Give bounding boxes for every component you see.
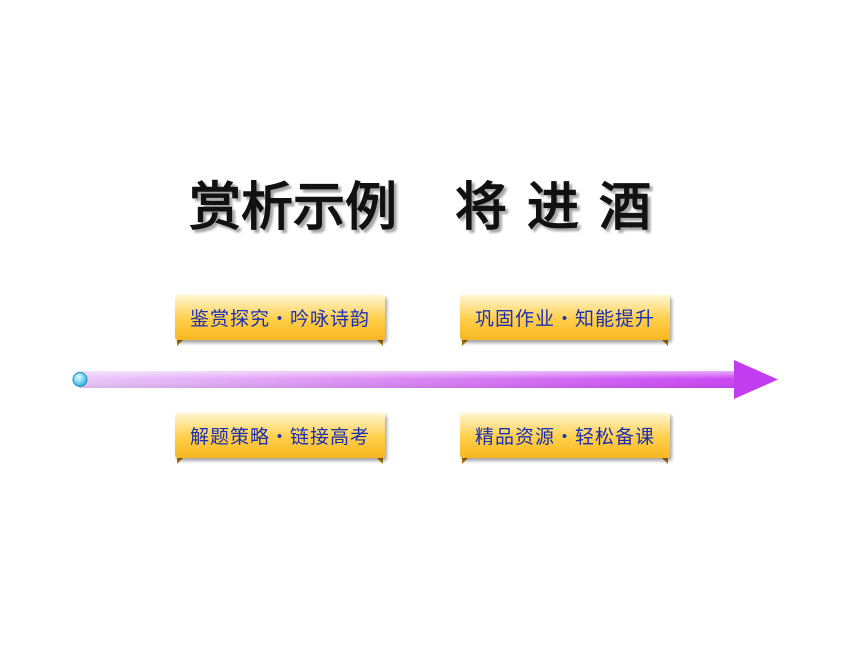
solving-strategy-button[interactable]: 解题策略・链接高考 bbox=[175, 412, 385, 464]
page-title: 赏析示例将进酒 bbox=[0, 165, 860, 240]
appreciate-explore-button[interactable]: 鉴赏探究・吟咏诗韵 bbox=[175, 294, 385, 346]
title-section-label: 赏析示例 bbox=[188, 177, 397, 238]
button-label: 精品资源・轻松备课 bbox=[460, 412, 670, 458]
consolidate-homework-button[interactable]: 巩固作业・知能提升 bbox=[460, 294, 670, 346]
button-label: 巩固作业・知能提升 bbox=[460, 294, 670, 340]
title-poem-name: 将进酒 bbox=[455, 177, 672, 238]
arrow-shaft bbox=[78, 371, 738, 388]
button-label: 解题策略・链接高考 bbox=[175, 412, 385, 458]
arrow-head-icon bbox=[734, 360, 778, 399]
timeline-arrow bbox=[72, 360, 778, 399]
timeline-start-dot-icon bbox=[72, 372, 88, 387]
button-label: 鉴赏探究・吟咏诗韵 bbox=[175, 294, 385, 340]
quality-resources-button[interactable]: 精品资源・轻松备课 bbox=[460, 412, 670, 464]
